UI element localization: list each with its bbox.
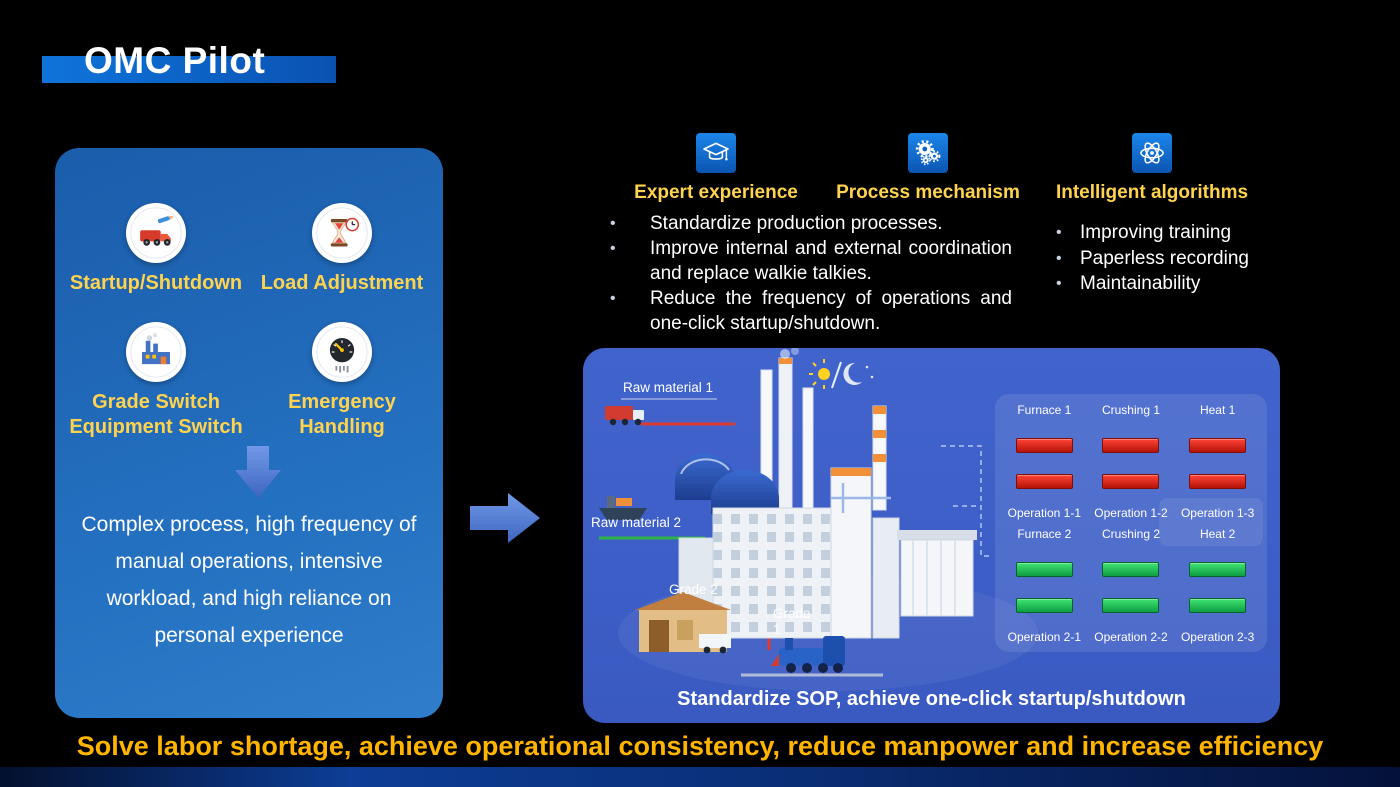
sop-highlight-box xyxy=(1159,498,1263,546)
title-accent-bar xyxy=(42,56,336,83)
bottom-accent-strip xyxy=(0,767,1400,787)
right-arrow-icon xyxy=(470,493,540,543)
pain-item-startup-shutdown: Startup/Shutdown xyxy=(63,203,249,296)
status-bar-green xyxy=(1102,598,1160,613)
bullet-item: Improving training xyxy=(1056,220,1306,246)
status-bar-red xyxy=(1102,474,1160,489)
ship-art xyxy=(599,496,647,520)
day-night-icon xyxy=(809,359,874,389)
label-raw-material-2: Raw material 2 xyxy=(591,515,682,530)
pain-label: Load Adjustment xyxy=(260,272,424,294)
operation-label: Operation 2-3 xyxy=(1180,630,1255,644)
operation-label: Operation 1-2 xyxy=(1094,506,1168,520)
pain-label: Startup/Shutdown xyxy=(69,272,243,294)
page-title: OMC Pilot xyxy=(84,40,266,81)
down-arrow-icon xyxy=(235,446,281,498)
pillar-expert-experience: Expert experience xyxy=(606,133,826,204)
sop-status-grid: Furnace 1 Crushing 1 Heat 1 Operation 1-… xyxy=(1001,402,1261,650)
bullet-text: Improving training xyxy=(1080,222,1232,243)
label-grade-1: Grade 1 xyxy=(773,606,811,637)
pillar-label: Intelligent algorithms xyxy=(1055,182,1249,203)
train-art xyxy=(741,636,883,677)
footer-takeaway: Solve labor shortage, achieve operationa… xyxy=(76,731,1324,761)
stage-label: Furnace 2 xyxy=(1017,527,1072,541)
warehouse-art xyxy=(635,592,731,654)
gears-icon xyxy=(908,133,948,173)
stage-label: Crushing 2 xyxy=(1101,527,1160,541)
bullet-item: Paperless recording xyxy=(1056,246,1306,272)
pain-description: Complex process, high frequency of manua… xyxy=(81,513,417,647)
operation-label: Operation 1-3 xyxy=(1180,506,1255,520)
bullet-text: Paperless recording xyxy=(1080,247,1249,269)
status-bar-green xyxy=(1189,598,1247,613)
operation-label: Operation 1-1 xyxy=(1007,506,1082,520)
status-bar-green xyxy=(1015,598,1073,613)
gauge-icon xyxy=(312,322,372,382)
bullet-text: Maintainability xyxy=(1080,273,1201,294)
factory-illustration xyxy=(599,348,1038,691)
hourglass-clock-icon xyxy=(312,203,372,263)
truck-art xyxy=(605,406,644,426)
pain-label: Emergency Handling xyxy=(288,391,396,438)
stage-label: Crushing 1 xyxy=(1101,403,1160,417)
operation-label: Operation 2-1 xyxy=(1007,630,1082,644)
status-bar-red xyxy=(1015,474,1073,489)
label-raw-material-1: Raw material 1 xyxy=(623,380,714,395)
status-bar-green xyxy=(1015,562,1073,577)
pillar-intelligent-algorithms: Intelligent algorithms xyxy=(1042,133,1262,204)
pillar-label: Process mechanism xyxy=(836,182,1020,203)
status-bar-red xyxy=(1189,438,1247,453)
pain-label: Grade Switch Equipment Switch xyxy=(69,391,243,438)
stage-label: Heat 2 xyxy=(1199,527,1236,541)
process-bullet-list: Standardize production processes. Improv… xyxy=(610,211,1012,336)
bullet-item: Standardize production processes. xyxy=(610,211,1012,236)
status-bar-red xyxy=(1189,474,1247,489)
atom-icon xyxy=(1132,133,1172,173)
pain-points-grid: Startup/Shutdown Loa xyxy=(63,203,435,440)
pillar-label: Expert experience xyxy=(634,182,798,203)
bullet-item: Improve internal and external coordinati… xyxy=(610,236,1012,286)
diagram-caption: Standardize SOP, achieve one-click start… xyxy=(677,688,1186,710)
factory-icon xyxy=(126,322,186,382)
pillar-process-mechanism: Process mechanism xyxy=(818,133,1038,204)
bullet-item: Maintainability xyxy=(1056,271,1306,297)
bullet-text: Standardize production processes. xyxy=(650,213,943,234)
label-grade-2: Grade 2 xyxy=(669,582,718,597)
graduation-cap-icon xyxy=(696,133,736,173)
status-bar-green xyxy=(1102,562,1160,577)
operation-label: Operation 2-2 xyxy=(1094,630,1168,644)
sop-diagram-panel: Raw material 1 Raw material 2 Grade 2 Gr… xyxy=(583,348,1280,723)
pain-item-emergency: Emergency Handling xyxy=(249,322,435,440)
stage-label: Furnace 1 xyxy=(1017,403,1072,417)
pain-points-panel: Startup/Shutdown Loa xyxy=(55,148,443,718)
status-bar-green xyxy=(1189,562,1247,577)
status-bar-red xyxy=(1102,438,1160,453)
bullet-text: Improve internal and external coordinati… xyxy=(650,238,1012,284)
stage-label: Heat 1 xyxy=(1199,403,1236,417)
pain-item-grade-switch: Grade Switch Equipment Switch xyxy=(63,322,249,440)
sop-status-panel: Furnace 1 Crushing 1 Heat 1 Operation 1-… xyxy=(995,394,1267,652)
bullet-text: Reduce the frequency of operations and o… xyxy=(650,288,1012,334)
algorithm-bullet-list: Improving training Paperless recording M… xyxy=(1056,220,1306,297)
bullet-item: Reduce the frequency of operations and o… xyxy=(610,286,1012,336)
dump-truck-icon xyxy=(126,203,186,263)
status-bar-red xyxy=(1015,438,1073,453)
pain-item-load-adjustment: Load Adjustment xyxy=(249,203,435,296)
